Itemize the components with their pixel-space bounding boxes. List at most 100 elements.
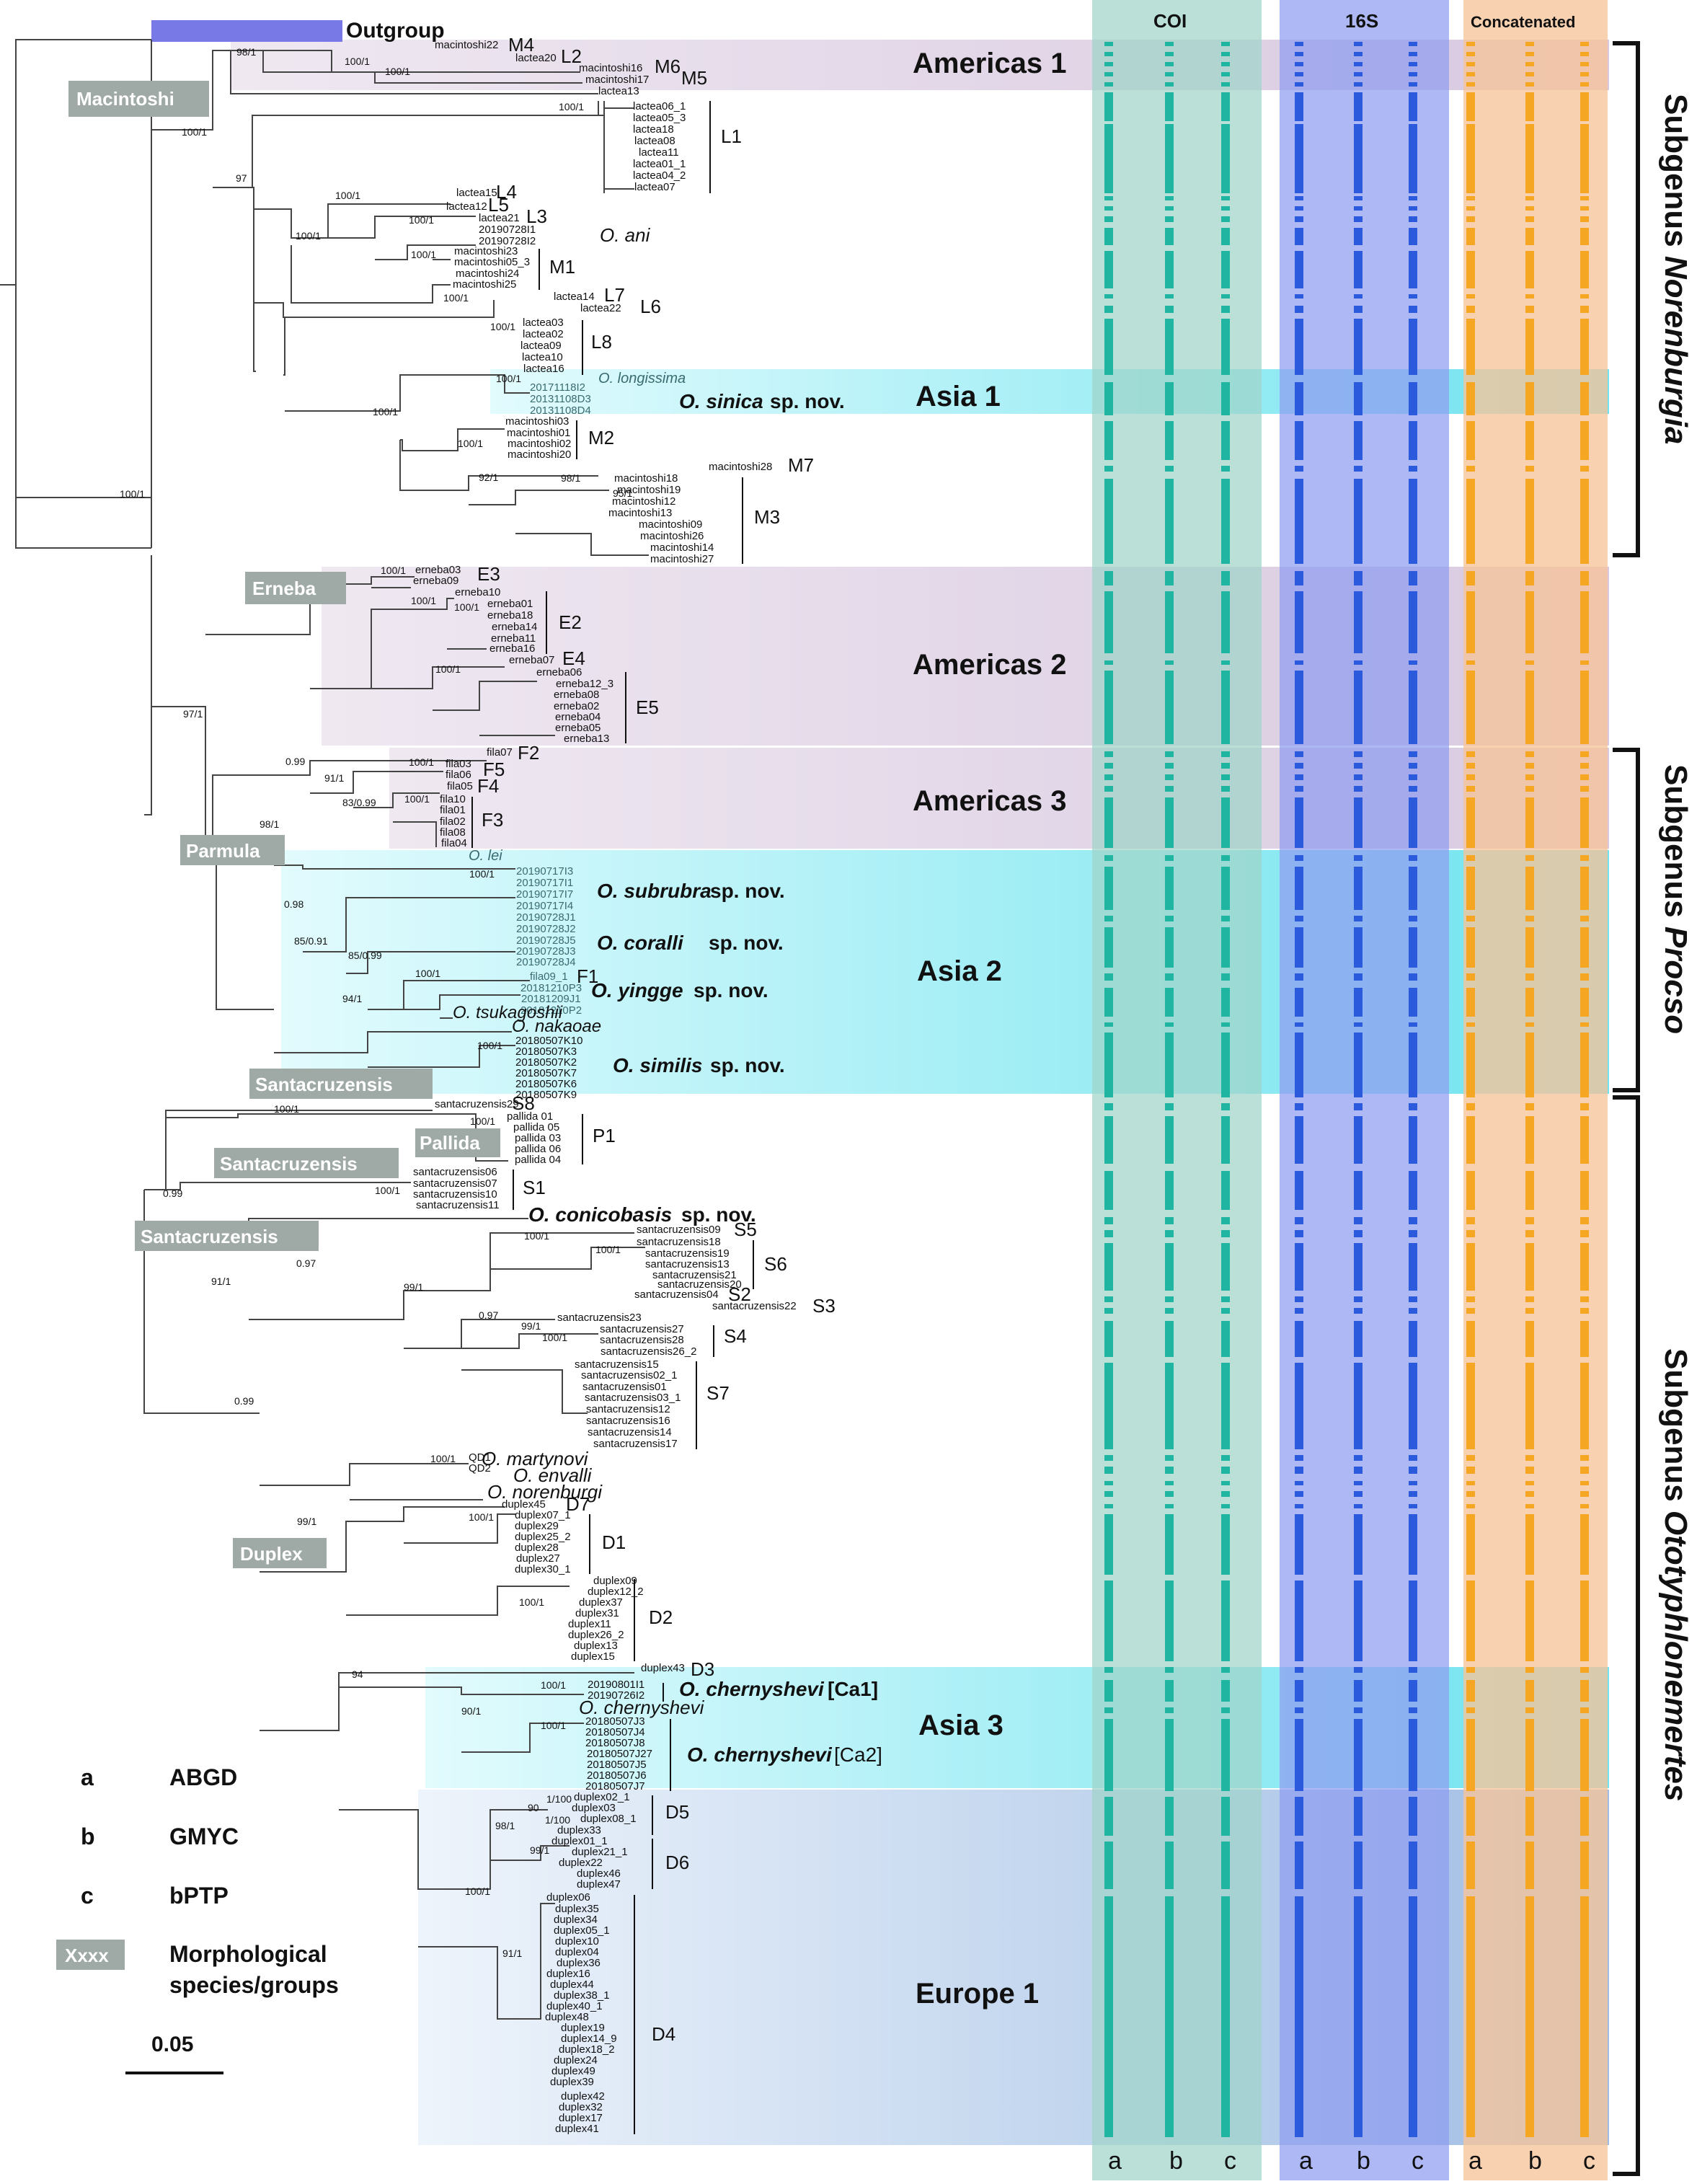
clade-M7: M7: [788, 454, 814, 476]
concat-header: Concatenated: [1471, 13, 1575, 31]
tree-branch: [404, 1319, 598, 1349]
clade-M5: M5: [681, 67, 707, 89]
concat-delimitation-bar: [1525, 216, 1534, 222]
coi-delimitation-bar: [1165, 1363, 1174, 1449]
legend-c-key: c: [81, 1883, 94, 1909]
subgenus-prefix: Subgenus: [1658, 764, 1693, 927]
tip-label: lactea03: [523, 317, 564, 329]
support-value: 91/1: [324, 772, 344, 784]
tip-label: erneba11: [491, 632, 536, 645]
tip-label: santacruzensis19: [645, 1247, 730, 1260]
concat-delimitation-bar: [1466, 52, 1475, 56]
coi-delimitation-bar: [1165, 855, 1174, 861]
foot-16s-a: a: [1299, 2147, 1313, 2175]
coi-delimitation-bar: [1165, 591, 1174, 653]
tree-branch: [144, 1110, 433, 1190]
coi-delimitation-bar: [1221, 382, 1230, 415]
concat-delimitation-bar: [1466, 1033, 1475, 1097]
coi-delimitation-bar: [1221, 1217, 1230, 1224]
s16-delimitation-bar: [1295, 927, 1303, 968]
coi-delimitation-bar: [1104, 1481, 1113, 1485]
coi-delimitation-bar: [1104, 92, 1113, 121]
coi-delimitation-bar: [1221, 1481, 1230, 1485]
concat-delimitation-bar: [1525, 1719, 1534, 1791]
s16-delimitation-bar: [1409, 1217, 1417, 1224]
s16-delimitation-bar: [1295, 206, 1303, 211]
support-value: 100/1: [345, 56, 370, 67]
tree-branch: [339, 1809, 548, 1890]
concat-delimitation-bar: [1580, 294, 1589, 299]
s16-delimitation-bar: [1354, 855, 1363, 861]
tip-label: duplex47: [577, 1878, 621, 1891]
concat-delimitation-bar: [1525, 319, 1534, 375]
tip-label: macintoshi14: [650, 541, 714, 554]
s16-delimitation-bar: [1409, 1171, 1417, 1210]
s16-delimitation-bar: [1295, 124, 1303, 193]
tip-label: lactea05_3: [633, 112, 686, 124]
concat-delimitation-bar: [1580, 466, 1589, 472]
subgenus-name: Ototyphlonemertes: [1658, 1511, 1693, 1801]
tree-branch: [418, 1903, 555, 2020]
coi-delimitation-bar: [1104, 1296, 1113, 1302]
concat-delimitation-bar: [1525, 660, 1534, 665]
concat-delimitation-bar: [1580, 763, 1589, 769]
support-value: 85/0.99: [348, 950, 382, 961]
coi-delimitation-bar: [1104, 466, 1113, 472]
tree-branch: [254, 203, 476, 260]
clade-D5: D5: [665, 1801, 689, 1823]
tip-label: erneba16: [489, 642, 535, 655]
s16-delimitation-bar: [1354, 421, 1363, 460]
concat-delimitation-bar: [1580, 1504, 1589, 1508]
coi-delimitation-bar: [1104, 228, 1113, 245]
s16-delimitation-bar: [1295, 1217, 1303, 1224]
concat-delimitation-bar: [1580, 1296, 1589, 1302]
coi-delimitation-bar: [1104, 988, 1113, 1017]
tree-branch: [291, 245, 451, 304]
tip-label: lactea13: [598, 85, 639, 97]
foot-16s-b: b: [1357, 2147, 1370, 2175]
coi-delimitation-bar: [1221, 92, 1230, 121]
clade-L6: L6: [640, 296, 661, 317]
support-value: 100/1: [458, 438, 483, 449]
concat-delimitation-bar: [1525, 763, 1534, 769]
s16-delimitation-bar: [1409, 751, 1417, 757]
coi-delimitation-bar: [1165, 206, 1174, 211]
concat-delimitation-bar: [1580, 228, 1589, 245]
bracket-ototyphlonemertes: [1613, 1095, 1640, 2176]
tree-branch: [166, 1182, 411, 1190]
s16-delimitation-bar: [1354, 1033, 1363, 1097]
tree-branch: [332, 71, 582, 84]
tip-label: duplex06: [546, 1891, 590, 1904]
concat-delimitation-bar: [1466, 228, 1475, 245]
tip-label: duplex02_1: [574, 1791, 630, 1803]
support-value: 100/1: [469, 868, 495, 880]
species-o-longissima: O. longissima: [598, 371, 686, 386]
concat-delimitation-bar: [1580, 1491, 1589, 1497]
tip-label: duplex34: [554, 1914, 598, 1926]
s16-delimitation-bar: [1409, 251, 1417, 288]
coi-delimitation-bar: [1104, 421, 1113, 460]
concat-delimitation-bar: [1580, 1680, 1589, 1702]
tip-label: duplex01_1: [551, 1835, 608, 1847]
s16-delimitation-bar: [1354, 1896, 1363, 2137]
tree-branch: [151, 50, 598, 131]
species-o-norenburgi: O. norenburgi: [487, 1481, 603, 1503]
tip-label: erneba02: [554, 700, 599, 712]
tip-label: erneba06: [536, 666, 582, 678]
concat-delimitation-bar: [1466, 1514, 1475, 1575]
tree-branch: [249, 1232, 634, 1320]
concat-delimitation-bar: [1525, 1033, 1534, 1097]
coi-delimitation-bar: [1104, 671, 1113, 744]
tip-label: 20180507J6: [587, 1769, 647, 1782]
concat-delimitation-bar: [1466, 1321, 1475, 1357]
coi-delimitation-bar: [1221, 294, 1230, 299]
coi-delimitation-bar: [1104, 72, 1113, 76]
s16-delimitation-bar: [1295, 251, 1303, 288]
concat-delimitation-bar: [1525, 1116, 1534, 1164]
support-value: 98/1: [260, 818, 279, 830]
coi-delimitation-bar: [1104, 1103, 1113, 1110]
s16-delimitation-bar: [1409, 1514, 1417, 1575]
concat-delimitation-bar: [1466, 916, 1475, 921]
tip-label: 20190728I2: [479, 235, 536, 247]
support-value: 90/1: [461, 1705, 481, 1717]
